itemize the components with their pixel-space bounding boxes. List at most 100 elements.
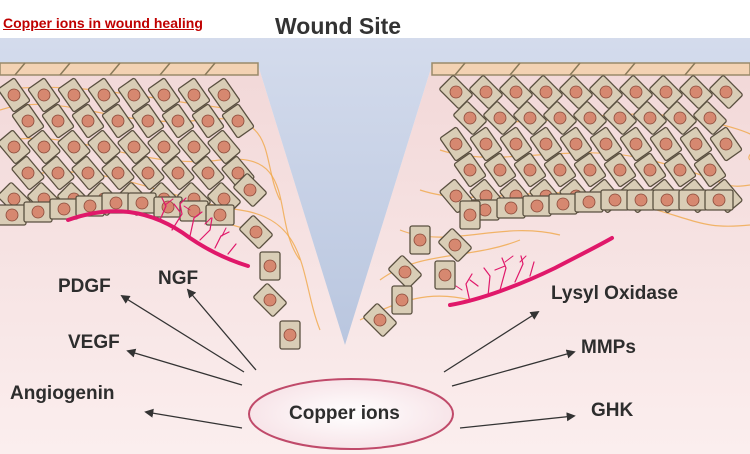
tissue-cell bbox=[543, 101, 577, 135]
blood-vessel-left bbox=[66, 197, 250, 268]
tissue-cell bbox=[391, 285, 413, 315]
blood-vessel-right bbox=[448, 236, 614, 307]
factor-label-lysyl-oxidase: Lysyl Oxidase bbox=[551, 283, 679, 304]
tissue-cell bbox=[589, 126, 623, 162]
tissue-cell bbox=[548, 193, 578, 215]
tissue-cell bbox=[131, 156, 165, 190]
factor-label-pdgf: PDGF bbox=[58, 276, 111, 297]
tissue-cell bbox=[709, 126, 743, 162]
arrow-vegf bbox=[126, 348, 243, 386]
factor-label-vegf: VEGF bbox=[68, 332, 120, 353]
tissue-cell bbox=[543, 152, 577, 188]
factor-label-ngf: NGF bbox=[158, 268, 199, 289]
tissue-cell bbox=[559, 126, 593, 162]
tissue-cell bbox=[693, 152, 727, 188]
tissue-cell bbox=[709, 75, 743, 109]
tissue-cell bbox=[0, 77, 31, 113]
tissue-cell bbox=[459, 200, 481, 230]
tissue-cell bbox=[649, 126, 683, 162]
tissue-cell bbox=[619, 126, 653, 162]
tissue-cell bbox=[191, 103, 225, 139]
tissue-cell bbox=[127, 192, 157, 214]
tissue-cell bbox=[522, 195, 552, 217]
tissue-cell bbox=[101, 156, 135, 190]
arrow-lysyl-oxidase bbox=[443, 311, 540, 373]
tissue-cell bbox=[678, 189, 708, 211]
tissue-cell bbox=[57, 130, 91, 164]
tissue-cell bbox=[496, 197, 526, 219]
tissue-cell bbox=[529, 75, 563, 109]
tissue-cell bbox=[27, 130, 61, 164]
tissue-cell bbox=[513, 152, 547, 188]
tissue-cell bbox=[279, 320, 301, 350]
factor-label-angiogenin: Angiogenin bbox=[10, 383, 115, 404]
tissue-cell bbox=[147, 130, 181, 164]
tissue-cell bbox=[409, 225, 431, 255]
tissue-cell bbox=[573, 152, 607, 188]
tissue-cell bbox=[483, 152, 517, 188]
diagram-title: Wound Site bbox=[275, 13, 402, 39]
tissue-cell bbox=[253, 283, 287, 317]
tissue-cell bbox=[177, 77, 211, 113]
tissue-cell bbox=[499, 75, 533, 109]
tissue-cell bbox=[663, 152, 697, 188]
tissue-cell bbox=[207, 130, 241, 164]
arrow-angiogenin bbox=[144, 408, 243, 429]
tissue-cell bbox=[207, 77, 241, 113]
tissue-cell bbox=[619, 75, 653, 109]
tissue-cell bbox=[633, 101, 667, 135]
tissue-cell bbox=[205, 204, 235, 226]
tissue-cell bbox=[600, 189, 630, 211]
tissue-cell bbox=[117, 130, 151, 164]
arrow-ngf bbox=[186, 288, 257, 371]
tissue-cell bbox=[153, 196, 183, 218]
tissue-cell bbox=[499, 126, 533, 162]
tissue-cell bbox=[49, 198, 79, 220]
tissue-cell bbox=[71, 103, 105, 139]
arrow-pdgf bbox=[120, 295, 245, 373]
tissue-cell bbox=[439, 126, 473, 162]
tissue-cell bbox=[23, 201, 53, 223]
tissue-cell bbox=[693, 101, 727, 135]
copper-ions-ellipse bbox=[248, 378, 454, 450]
epidermis-right bbox=[431, 62, 750, 76]
tissue-cell bbox=[11, 103, 45, 139]
tissue-cell bbox=[529, 126, 563, 162]
tissue-cell bbox=[101, 103, 135, 139]
arrow-ghk bbox=[459, 412, 576, 429]
tissue-cell bbox=[41, 103, 75, 139]
tissue-cell bbox=[239, 215, 273, 249]
factor-label-ghk: GHK bbox=[591, 400, 634, 421]
tissue-cell bbox=[11, 156, 45, 190]
tissue-cell bbox=[663, 101, 697, 135]
tissue-cell bbox=[649, 75, 683, 109]
tissue-cell bbox=[652, 189, 682, 211]
tissue-cell bbox=[513, 101, 547, 135]
tissue-cell bbox=[469, 75, 503, 109]
tissue-cell bbox=[679, 126, 713, 162]
tissue-cell bbox=[453, 101, 487, 135]
tissue-cell bbox=[147, 77, 181, 113]
tissue-cell bbox=[0, 204, 27, 226]
tissue-cell bbox=[438, 228, 472, 262]
tissue-cell bbox=[191, 156, 225, 190]
tissue-cell bbox=[704, 189, 734, 211]
tissue-cell bbox=[483, 101, 517, 135]
tissue-cell bbox=[679, 75, 713, 109]
tissue-cell bbox=[434, 260, 456, 290]
tissue-cell bbox=[453, 152, 487, 188]
signal-arrows bbox=[120, 288, 576, 429]
header-strip bbox=[0, 0, 750, 38]
tissue-cell bbox=[161, 103, 195, 139]
tissue-cell bbox=[131, 103, 165, 139]
tissue-cell bbox=[117, 77, 151, 113]
tissue-cell bbox=[221, 103, 255, 139]
tissue-cell bbox=[573, 101, 607, 135]
tissue-cell bbox=[626, 189, 656, 211]
tissue-cell bbox=[363, 303, 397, 337]
tissue-cell bbox=[87, 130, 121, 164]
page-link-copper-ions[interactable]: Copper ions in wound healing bbox=[3, 15, 203, 31]
wound-gap bbox=[0, 0, 750, 345]
tissue-cell bbox=[41, 156, 75, 190]
